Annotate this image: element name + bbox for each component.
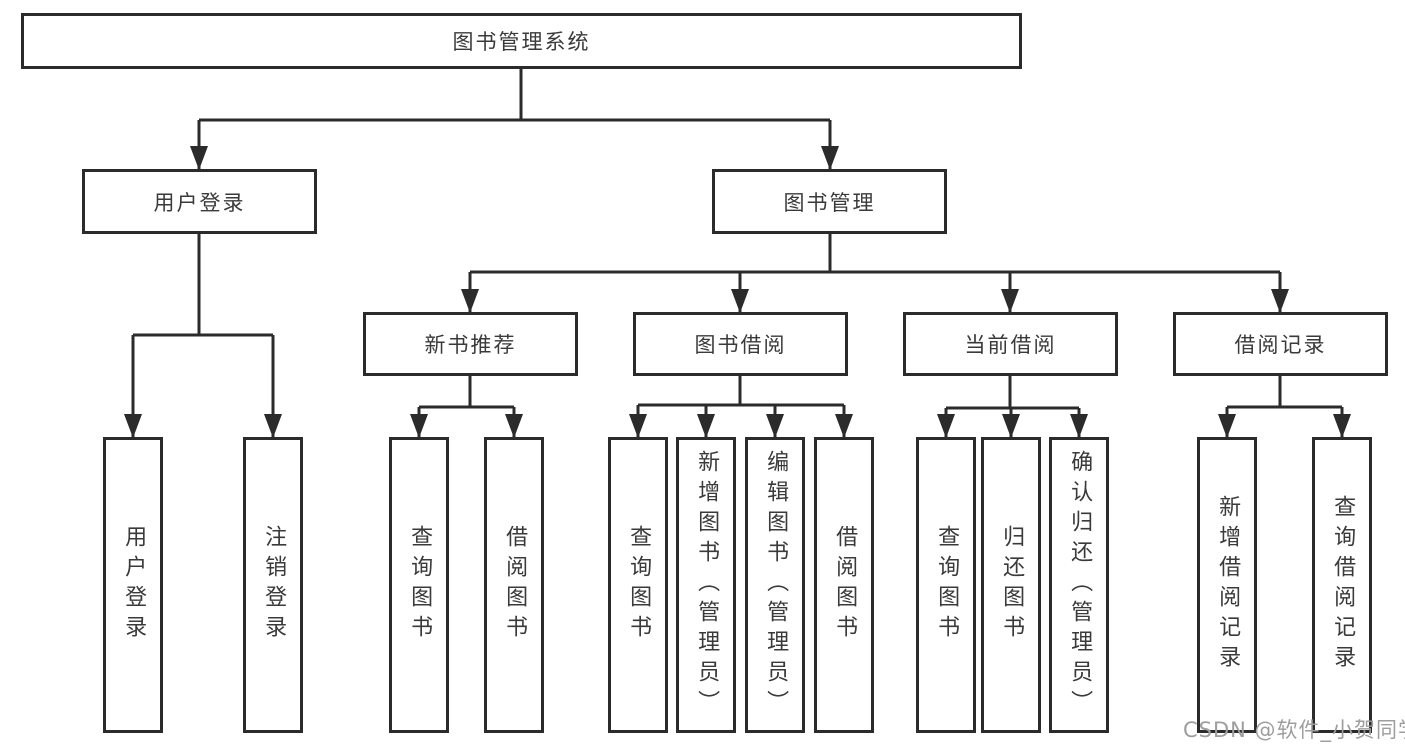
leaf-label: 注销登录 <box>261 525 287 645</box>
leaf-add-books-admin: 新增图书（管理员） <box>676 437 736 733</box>
node-label: 图书借阅 <box>694 333 787 357</box>
leaf-label: 查询借阅记录 <box>1330 495 1356 675</box>
node-label: 图书管理 <box>783 190 876 215</box>
leaf-query-books-recommend: 查询图书 <box>389 437 449 733</box>
node-current-borrowing: 当前借阅 <box>903 312 1118 376</box>
leaf-borrow-books-recommend: 借阅图书 <box>484 437 544 733</box>
leaf-label: 查询图书 <box>626 525 652 645</box>
leaf-user-login: 用户登录 <box>103 437 163 733</box>
node-user-login: 用户登录 <box>82 169 317 234</box>
leaf-label: 归还图书 <box>999 525 1025 645</box>
leaf-label: 借阅图书 <box>502 525 528 645</box>
leaf-label: 新增借阅记录 <box>1215 495 1241 675</box>
leaf-return-books: 归还图书 <box>981 437 1041 733</box>
leaf-label: 确认归还（管理员） <box>1067 450 1093 720</box>
leaf-add-borrow-record: 新增借阅记录 <box>1197 437 1257 733</box>
node-label: 用户登录 <box>153 190 246 215</box>
node-label: 当前借阅 <box>964 333 1057 357</box>
leaf-confirm-return-admin: 确认归还（管理员） <box>1049 437 1109 733</box>
leaf-borrow-books-borrowing: 借阅图书 <box>814 437 874 733</box>
leaf-label: 借阅图书 <box>832 525 858 645</box>
leaf-query-books-borrowing: 查询图书 <box>608 437 668 733</box>
leaf-label: 编辑图书（管理员） <box>763 450 789 720</box>
node-borrow-records: 借阅记录 <box>1173 312 1388 376</box>
node-book-management: 图书管理 <box>712 169 947 234</box>
leaf-edit-books-admin: 编辑图书（管理员） <box>745 437 805 733</box>
leaf-label: 查询图书 <box>407 525 433 645</box>
node-root-system: 图书管理系统 <box>21 13 1022 69</box>
leaf-query-borrow-record: 查询借阅记录 <box>1312 437 1372 733</box>
node-new-book-recommend: 新书推荐 <box>363 312 578 376</box>
csdn-watermark: CSDN @软件_小贺同学 <box>1183 718 1405 742</box>
leaf-query-books-current: 查询图书 <box>916 437 976 733</box>
node-label: 借阅记录 <box>1234 333 1327 357</box>
node-label: 新书推荐 <box>424 333 517 357</box>
leaf-label: 新增图书（管理员） <box>694 450 720 720</box>
node-book-borrowing: 图书借阅 <box>633 312 848 376</box>
leaf-logout: 注销登录 <box>243 437 303 733</box>
leaf-label: 查询图书 <box>934 525 960 645</box>
node-label: 图书管理系统 <box>452 30 591 54</box>
leaf-label: 用户登录 <box>121 525 147 645</box>
